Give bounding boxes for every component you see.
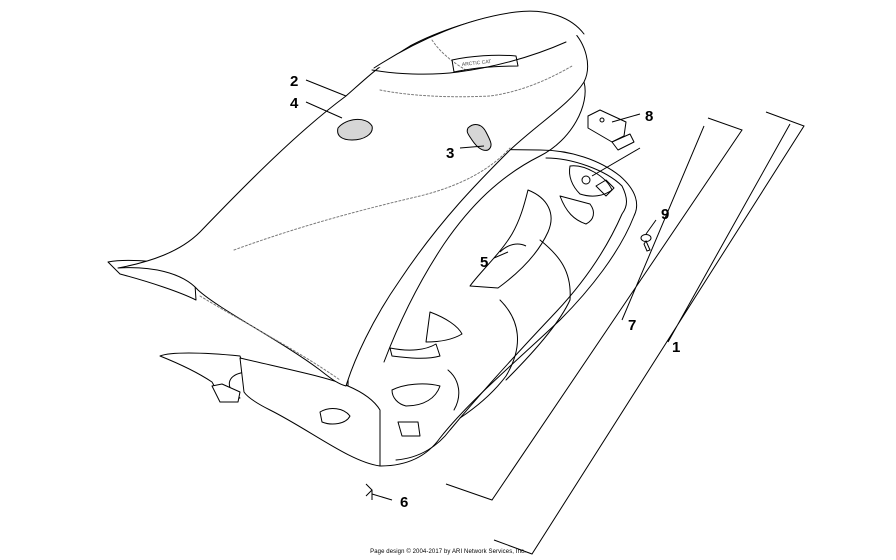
seat-strap-handle — [466, 124, 492, 151]
seat-emblem-patch — [337, 119, 373, 141]
callout-1: 1 — [672, 339, 680, 356]
seat-cushion: ARCTIC CAT — [107, 10, 588, 387]
bracket-1 — [493, 111, 805, 555]
leader-4 — [305, 101, 343, 119]
seat-cushion-body — [117, 12, 588, 387]
seat-base-cutout-mid — [559, 195, 594, 225]
seat-logo-patch — [451, 54, 519, 73]
seat-stitch-top — [379, 65, 573, 98]
leader-8 — [611, 113, 641, 123]
seat-base-latch-bracket — [595, 179, 615, 197]
seat-base-contour-2 — [459, 299, 518, 419]
seat-backrest-top — [373, 10, 585, 69]
seat-base-cutout-lower — [389, 343, 441, 359]
seat-base-cutout-upper — [469, 189, 552, 289]
seat-base-inner-rim — [395, 157, 627, 461]
latch-bracket — [587, 109, 627, 143]
bracket-7 — [445, 117, 743, 501]
leader-5 — [493, 251, 509, 259]
fastener-shank — [643, 239, 651, 252]
seat-base-contour-3 — [447, 369, 460, 411]
clip-part — [365, 483, 373, 500]
latch-bracket-flange — [611, 133, 635, 151]
callout-4: 4 — [290, 95, 299, 112]
footer-credit: Page design © 2004-2017 by ARI Network S… — [370, 549, 526, 555]
leader-8b — [591, 147, 641, 177]
seat-base-latch-area — [569, 165, 613, 197]
fastener-part — [640, 234, 652, 252]
seat-cushion-side — [383, 81, 586, 363]
seat-base-contour-1 — [505, 239, 571, 381]
callout-labels: 1 2 3 4 5 6 7 8 9 — [290, 73, 680, 511]
seat-base-cutout-side — [425, 311, 463, 343]
seat-base-latch-hole — [581, 175, 591, 185]
liner-strip — [499, 243, 527, 253]
callout-8: 8 — [645, 108, 653, 125]
leader-6 — [371, 493, 393, 501]
callout-2: 2 — [290, 73, 298, 90]
callout-7: 7 — [628, 317, 636, 334]
latch-bracket-hole — [599, 117, 605, 123]
seat-base-wing-left — [347, 385, 381, 467]
callout-6: 6 — [400, 494, 408, 511]
leader-lines — [305, 79, 805, 555]
seat-stitch-long — [199, 295, 341, 381]
callout-3: 3 — [446, 145, 454, 162]
callout-5: 5 — [480, 254, 488, 271]
seat-stitch-curve — [233, 147, 511, 251]
latch-bracket-part — [587, 109, 635, 151]
callout-9: 9 — [661, 206, 669, 223]
leader-3 — [459, 145, 485, 149]
seat-base-rear-pocket — [319, 408, 351, 425]
leader-9 — [645, 219, 657, 235]
seat-backrest-ridge — [371, 41, 567, 75]
seat-base-rear-tab — [397, 421, 421, 437]
seat-logo-text: ARCTIC CAT — [462, 59, 492, 68]
seat-stitch-center — [431, 39, 467, 71]
seat-base-front-foot — [211, 383, 241, 403]
leader-2 — [305, 79, 347, 97]
seat-base-pocket — [391, 383, 441, 407]
